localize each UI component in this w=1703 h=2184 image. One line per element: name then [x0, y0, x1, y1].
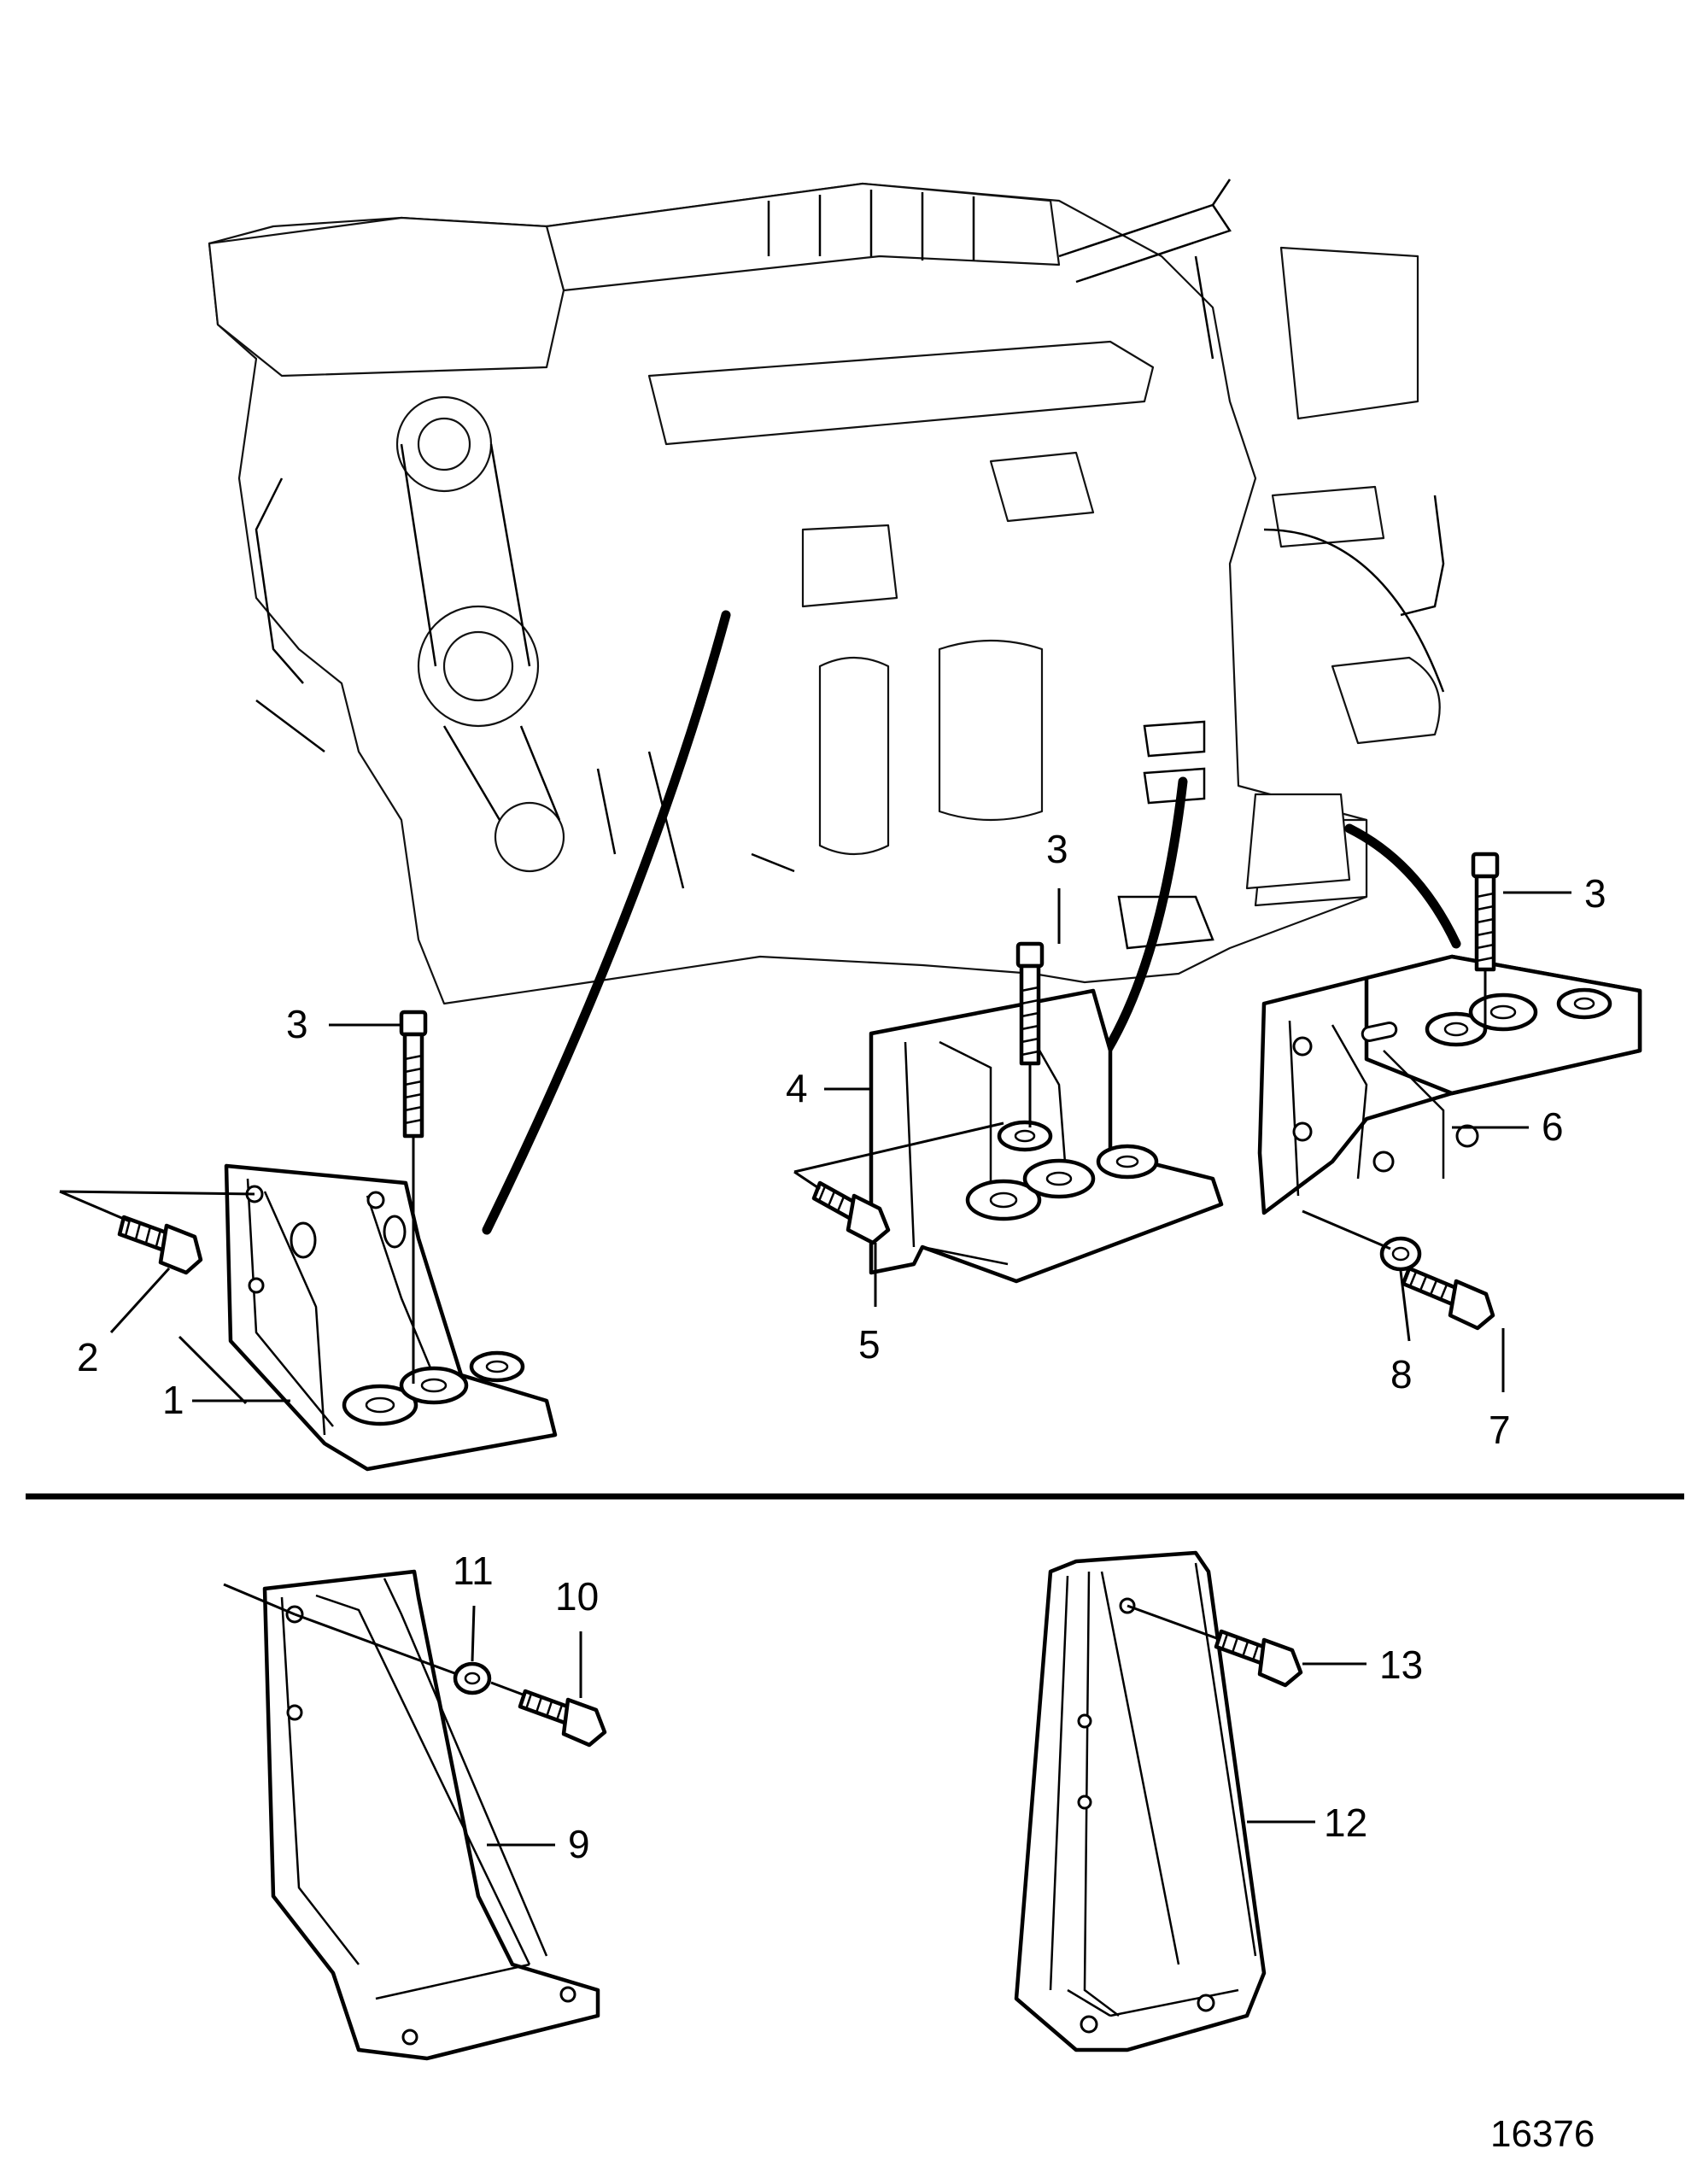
- leader-curve-middle: [1097, 776, 1188, 1064]
- bolt-13: [1214, 1629, 1303, 1688]
- callout-13: 13: [1379, 1642, 1423, 1687]
- bracket-part-9: [262, 1569, 600, 2061]
- bolt-3-right: [1471, 852, 1500, 1025]
- callout-12: 12: [1324, 1800, 1367, 1845]
- figure-number: 16376: [1490, 2113, 1595, 2155]
- callout-1: 1: [162, 1378, 184, 1422]
- bolt-10: [518, 1689, 607, 1748]
- bolt-2: [117, 1215, 203, 1275]
- bolt-5: [811, 1180, 891, 1245]
- callout-10: 10: [555, 1574, 599, 1619]
- callout-3-left: 3: [286, 1002, 308, 1046]
- bolt-7: [1401, 1266, 1495, 1331]
- callout-3-right: 3: [1584, 871, 1606, 916]
- callout-4: 4: [786, 1066, 808, 1110]
- callout-6: 6: [1542, 1104, 1564, 1149]
- callout-5: 5: [858, 1322, 881, 1367]
- bracket-part-12: [1014, 1550, 1267, 2052]
- washer-8: [1379, 1236, 1422, 1272]
- bracket-part-6: [1257, 954, 1642, 1215]
- bolt-3-left: [399, 1010, 428, 1384]
- callout-7: 7: [1489, 1408, 1511, 1452]
- callout-9: 9: [568, 1822, 590, 1866]
- leader-curve-left: [482, 610, 731, 1235]
- engine-drawing: [208, 179, 1445, 1005]
- callout-8: 8: [1390, 1352, 1413, 1396]
- bolt-3-middle: [1015, 941, 1045, 1127]
- callout-2: 2: [77, 1335, 99, 1379]
- bracket-part-4: [869, 988, 1224, 1284]
- leader-curve-right: [1344, 823, 1461, 949]
- callout-leaders: [109, 888, 1571, 1405]
- bracket-part-1: [224, 1163, 558, 1472]
- washer-11: [453, 1661, 492, 1695]
- callout-3-middle: 3: [1046, 827, 1068, 871]
- callout-11: 11: [453, 1549, 494, 1593]
